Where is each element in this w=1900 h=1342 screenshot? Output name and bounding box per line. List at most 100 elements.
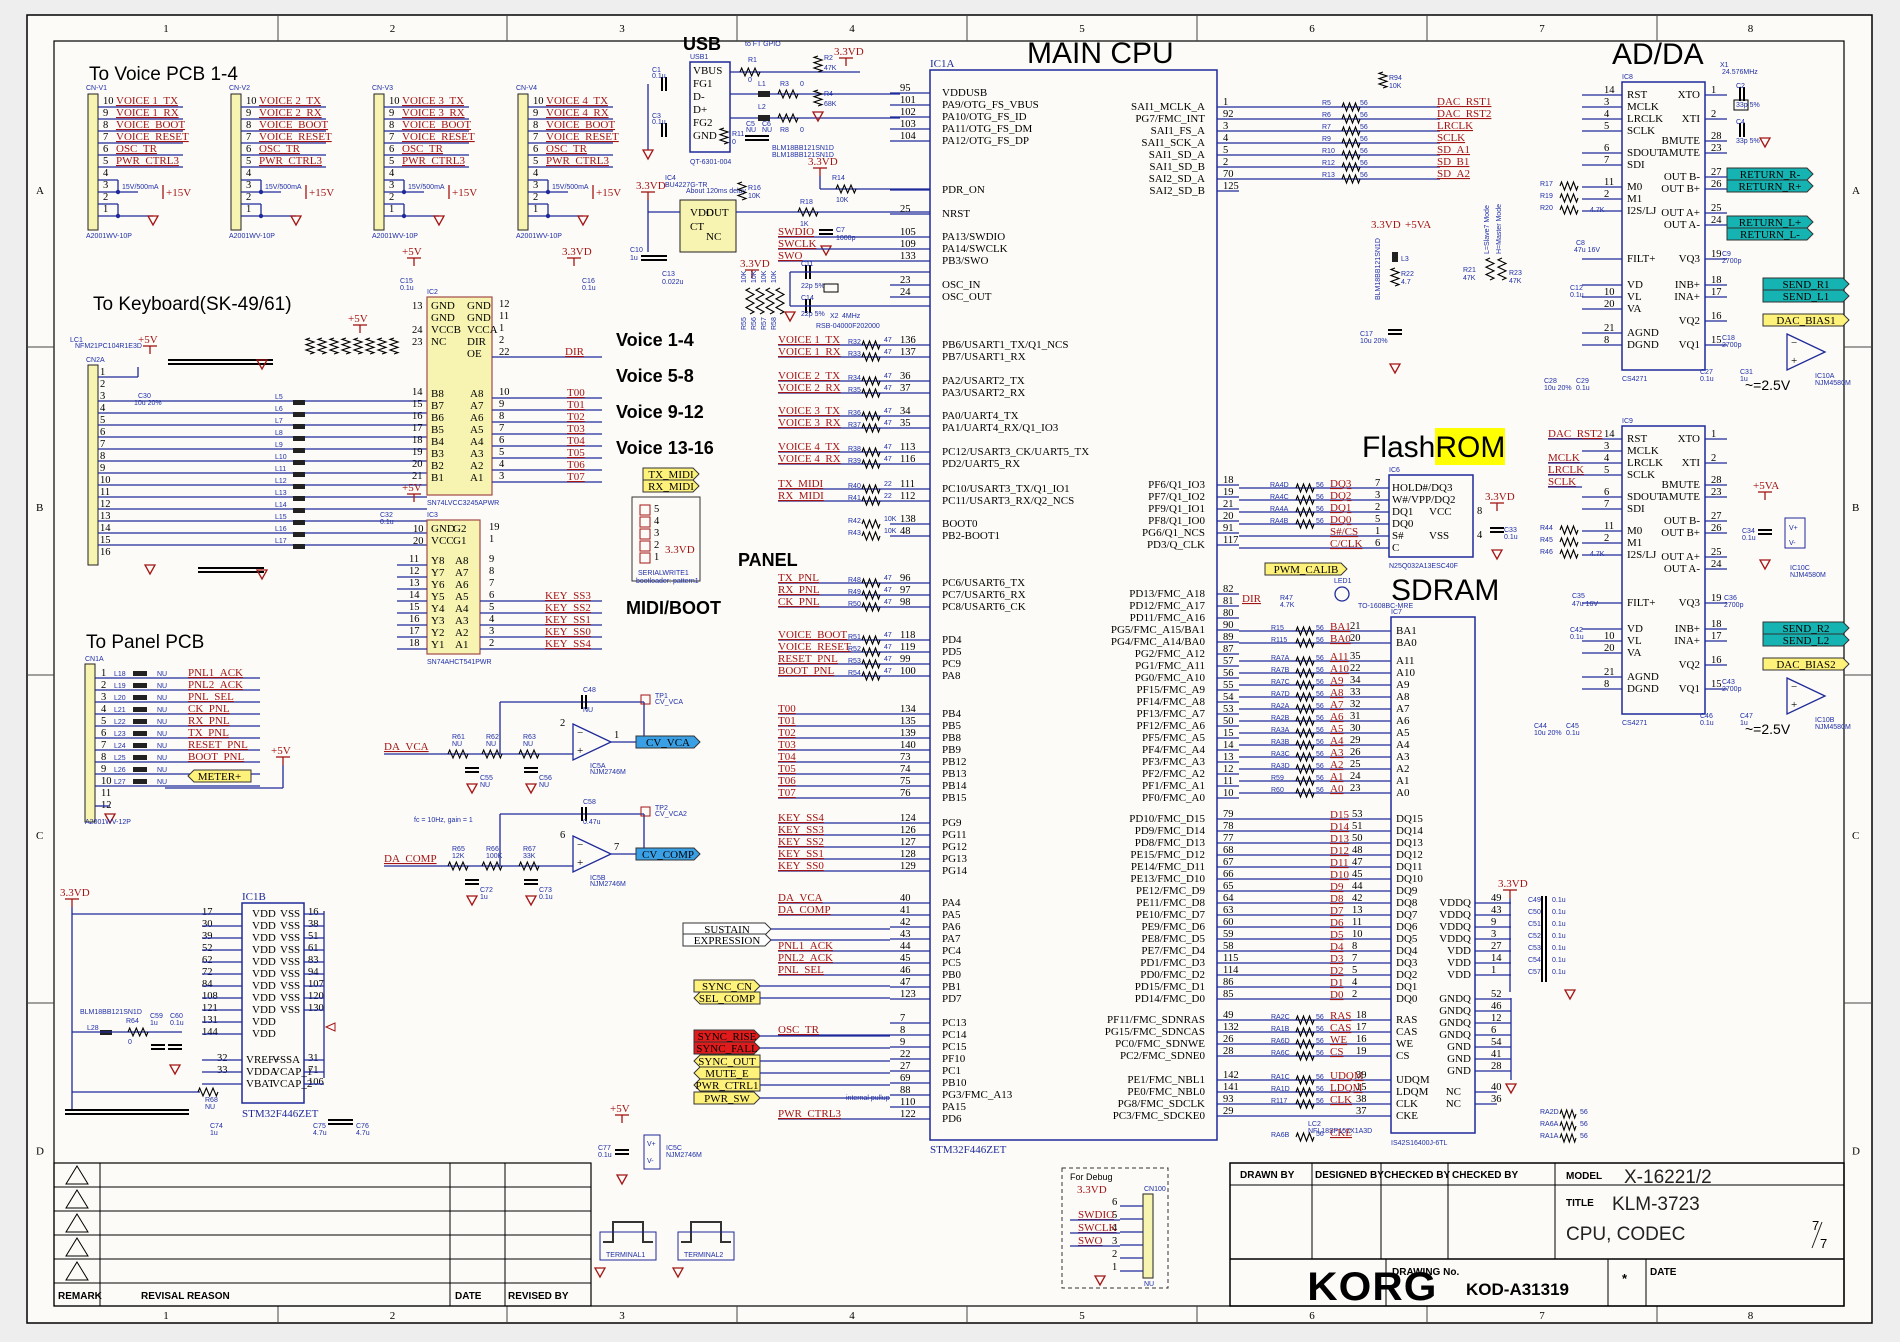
- plus-sign: +: [1791, 699, 1797, 711]
- net-label: T07: [567, 471, 585, 483]
- resistor-ref: R14: [832, 175, 845, 182]
- resistor-ref: RA1D: [1271, 1086, 1290, 1093]
- opamp-part: NJM4580M: [1815, 380, 1851, 387]
- resistor-value: 47K: [824, 65, 837, 72]
- cpu-pin-name: PD1/FMC_D3: [1140, 957, 1205, 969]
- test-point-icon: [640, 806, 651, 817]
- net-label: KEY_SS4: [545, 638, 591, 650]
- cap-ref: C13: [662, 271, 675, 278]
- pin-number: 102: [900, 107, 916, 118]
- pin-number: 24: [412, 325, 423, 336]
- resistor-ref: RA3D: [1271, 763, 1290, 770]
- opamp-part: NJM4580M: [1790, 572, 1826, 579]
- cv-output-port: CV_COMP: [642, 849, 694, 861]
- cap-ref: C12: [1570, 285, 1583, 292]
- zone-column-top: 4: [849, 23, 855, 35]
- resistor-value: 56: [1316, 715, 1324, 722]
- cpu-pin-name: SAI2_SD_A: [1149, 173, 1205, 185]
- cap-value: 1u: [480, 894, 488, 901]
- net-label: BA0: [1330, 633, 1351, 645]
- net-label: BOOT_PNL: [778, 665, 835, 677]
- nu-label: NU: [157, 767, 167, 774]
- pin-number: 6: [533, 144, 538, 155]
- cap-ref: C8: [1576, 240, 1585, 247]
- pin-number: 53: [1223, 704, 1234, 715]
- cpu-pin-name: PB3/SWO: [942, 255, 989, 267]
- zone-column-top: 2: [390, 23, 396, 35]
- resistor-value: 47: [884, 599, 892, 606]
- cpu-port-shape: [693, 979, 761, 993]
- cap-value: 10u 20%: [1534, 730, 1562, 737]
- cpu-pin-name: BOOT0: [942, 518, 978, 530]
- sdram-pin-name: LDQM: [1396, 1086, 1429, 1098]
- resistor-ref: R115: [1271, 637, 1287, 644]
- pin-number: 27: [1711, 511, 1722, 522]
- cpu-pin-name: PB5: [942, 720, 961, 732]
- pin-number: 2: [1604, 533, 1609, 544]
- cap-value: NU: [480, 782, 490, 789]
- ground-icon: [1758, 137, 1772, 149]
- pin-number: 7: [1352, 953, 1357, 964]
- pin-number: 11: [100, 487, 110, 498]
- led-icon: [1334, 586, 1350, 602]
- resistor-value: 56: [1360, 100, 1368, 107]
- pin-number: 77: [1223, 833, 1234, 844]
- pin-number: 118: [900, 630, 915, 641]
- label-checked-by-1: CHECKED BY: [1384, 1170, 1450, 1181]
- cap-ref: C35: [1572, 593, 1585, 600]
- resistor-value: 56: [1316, 727, 1324, 734]
- resistor-ref: R51: [848, 634, 861, 641]
- cpu-pin-name: PA5: [942, 909, 961, 921]
- opamp-supply-body: [1784, 517, 1806, 549]
- cpu-pin-name: PE12/FMC_D9: [1136, 885, 1206, 897]
- connector-body: [87, 93, 99, 231]
- pin-number: 41: [1491, 1049, 1502, 1060]
- pin-number: 6: [101, 728, 106, 739]
- resistor-ref: R35: [848, 387, 861, 394]
- pin-number: 23: [1350, 783, 1361, 794]
- net-label: DA_VCA: [778, 892, 823, 904]
- pin-number: 10: [1352, 929, 1363, 940]
- cap-value: 0.1u: [582, 285, 596, 292]
- test-point-ref: TP1: [655, 693, 668, 700]
- cpu-pin-name: PF9/Q1_IO1: [1148, 503, 1205, 515]
- ic-pin-name: VDD: [690, 207, 714, 219]
- sdram-pin-name: A9: [1396, 679, 1410, 691]
- cpu-pin-name: PB9: [942, 744, 961, 756]
- net-label: KEY_SS3: [778, 824, 824, 836]
- cpu-pin-name: PE10/FMC_D7: [1136, 909, 1206, 921]
- net-label: T01: [567, 399, 585, 411]
- pin-number: 25: [1711, 547, 1722, 558]
- resistor-ref: RA1C: [1271, 1074, 1290, 1081]
- cap-ref: C45: [1566, 723, 1579, 730]
- cap-ref: C32: [380, 512, 393, 519]
- test-point-net: CV_VCA2: [655, 811, 687, 818]
- pin-number: 18: [1356, 1010, 1367, 1021]
- cap-value: 47u 16V: [1574, 247, 1600, 254]
- cap-value: 22p 5%: [801, 283, 825, 290]
- pin-number: 21: [1223, 499, 1234, 510]
- resistor-icon: [1389, 267, 1401, 287]
- terminal-icon: [603, 1221, 653, 1243]
- ferrite-bead-icon: [293, 532, 305, 537]
- ground-icon: [671, 1267, 685, 1279]
- ic-pin-name: VDD: [252, 920, 276, 932]
- codec-pin-name: OUT A-: [1664, 219, 1700, 231]
- net-label: VOICE_RESET: [778, 641, 851, 653]
- resistor-icon: [861, 339, 881, 351]
- sdram-pin-name: VDDQ: [1439, 897, 1471, 909]
- pin-number: 16: [100, 547, 111, 558]
- resistor-ref: R11: [732, 131, 744, 138]
- resistor-icon: [447, 860, 469, 872]
- cpu-pin-name: OSC_OUT: [942, 291, 992, 303]
- pin-number: 51: [308, 931, 319, 942]
- codec-pin-name: BMUTE: [1662, 479, 1701, 491]
- resistor-ref: RA2A: [1271, 703, 1290, 710]
- codec-pin-name: VA: [1627, 303, 1642, 315]
- pin-number: 6: [1491, 1025, 1496, 1036]
- pin-number: 48: [1352, 845, 1363, 856]
- cpu-pin-name: PF0/FMC_A0: [1142, 792, 1205, 804]
- cpu-pin-name: PF3/FMC_A3: [1142, 756, 1205, 768]
- resistor-value: 56: [1580, 1121, 1588, 1128]
